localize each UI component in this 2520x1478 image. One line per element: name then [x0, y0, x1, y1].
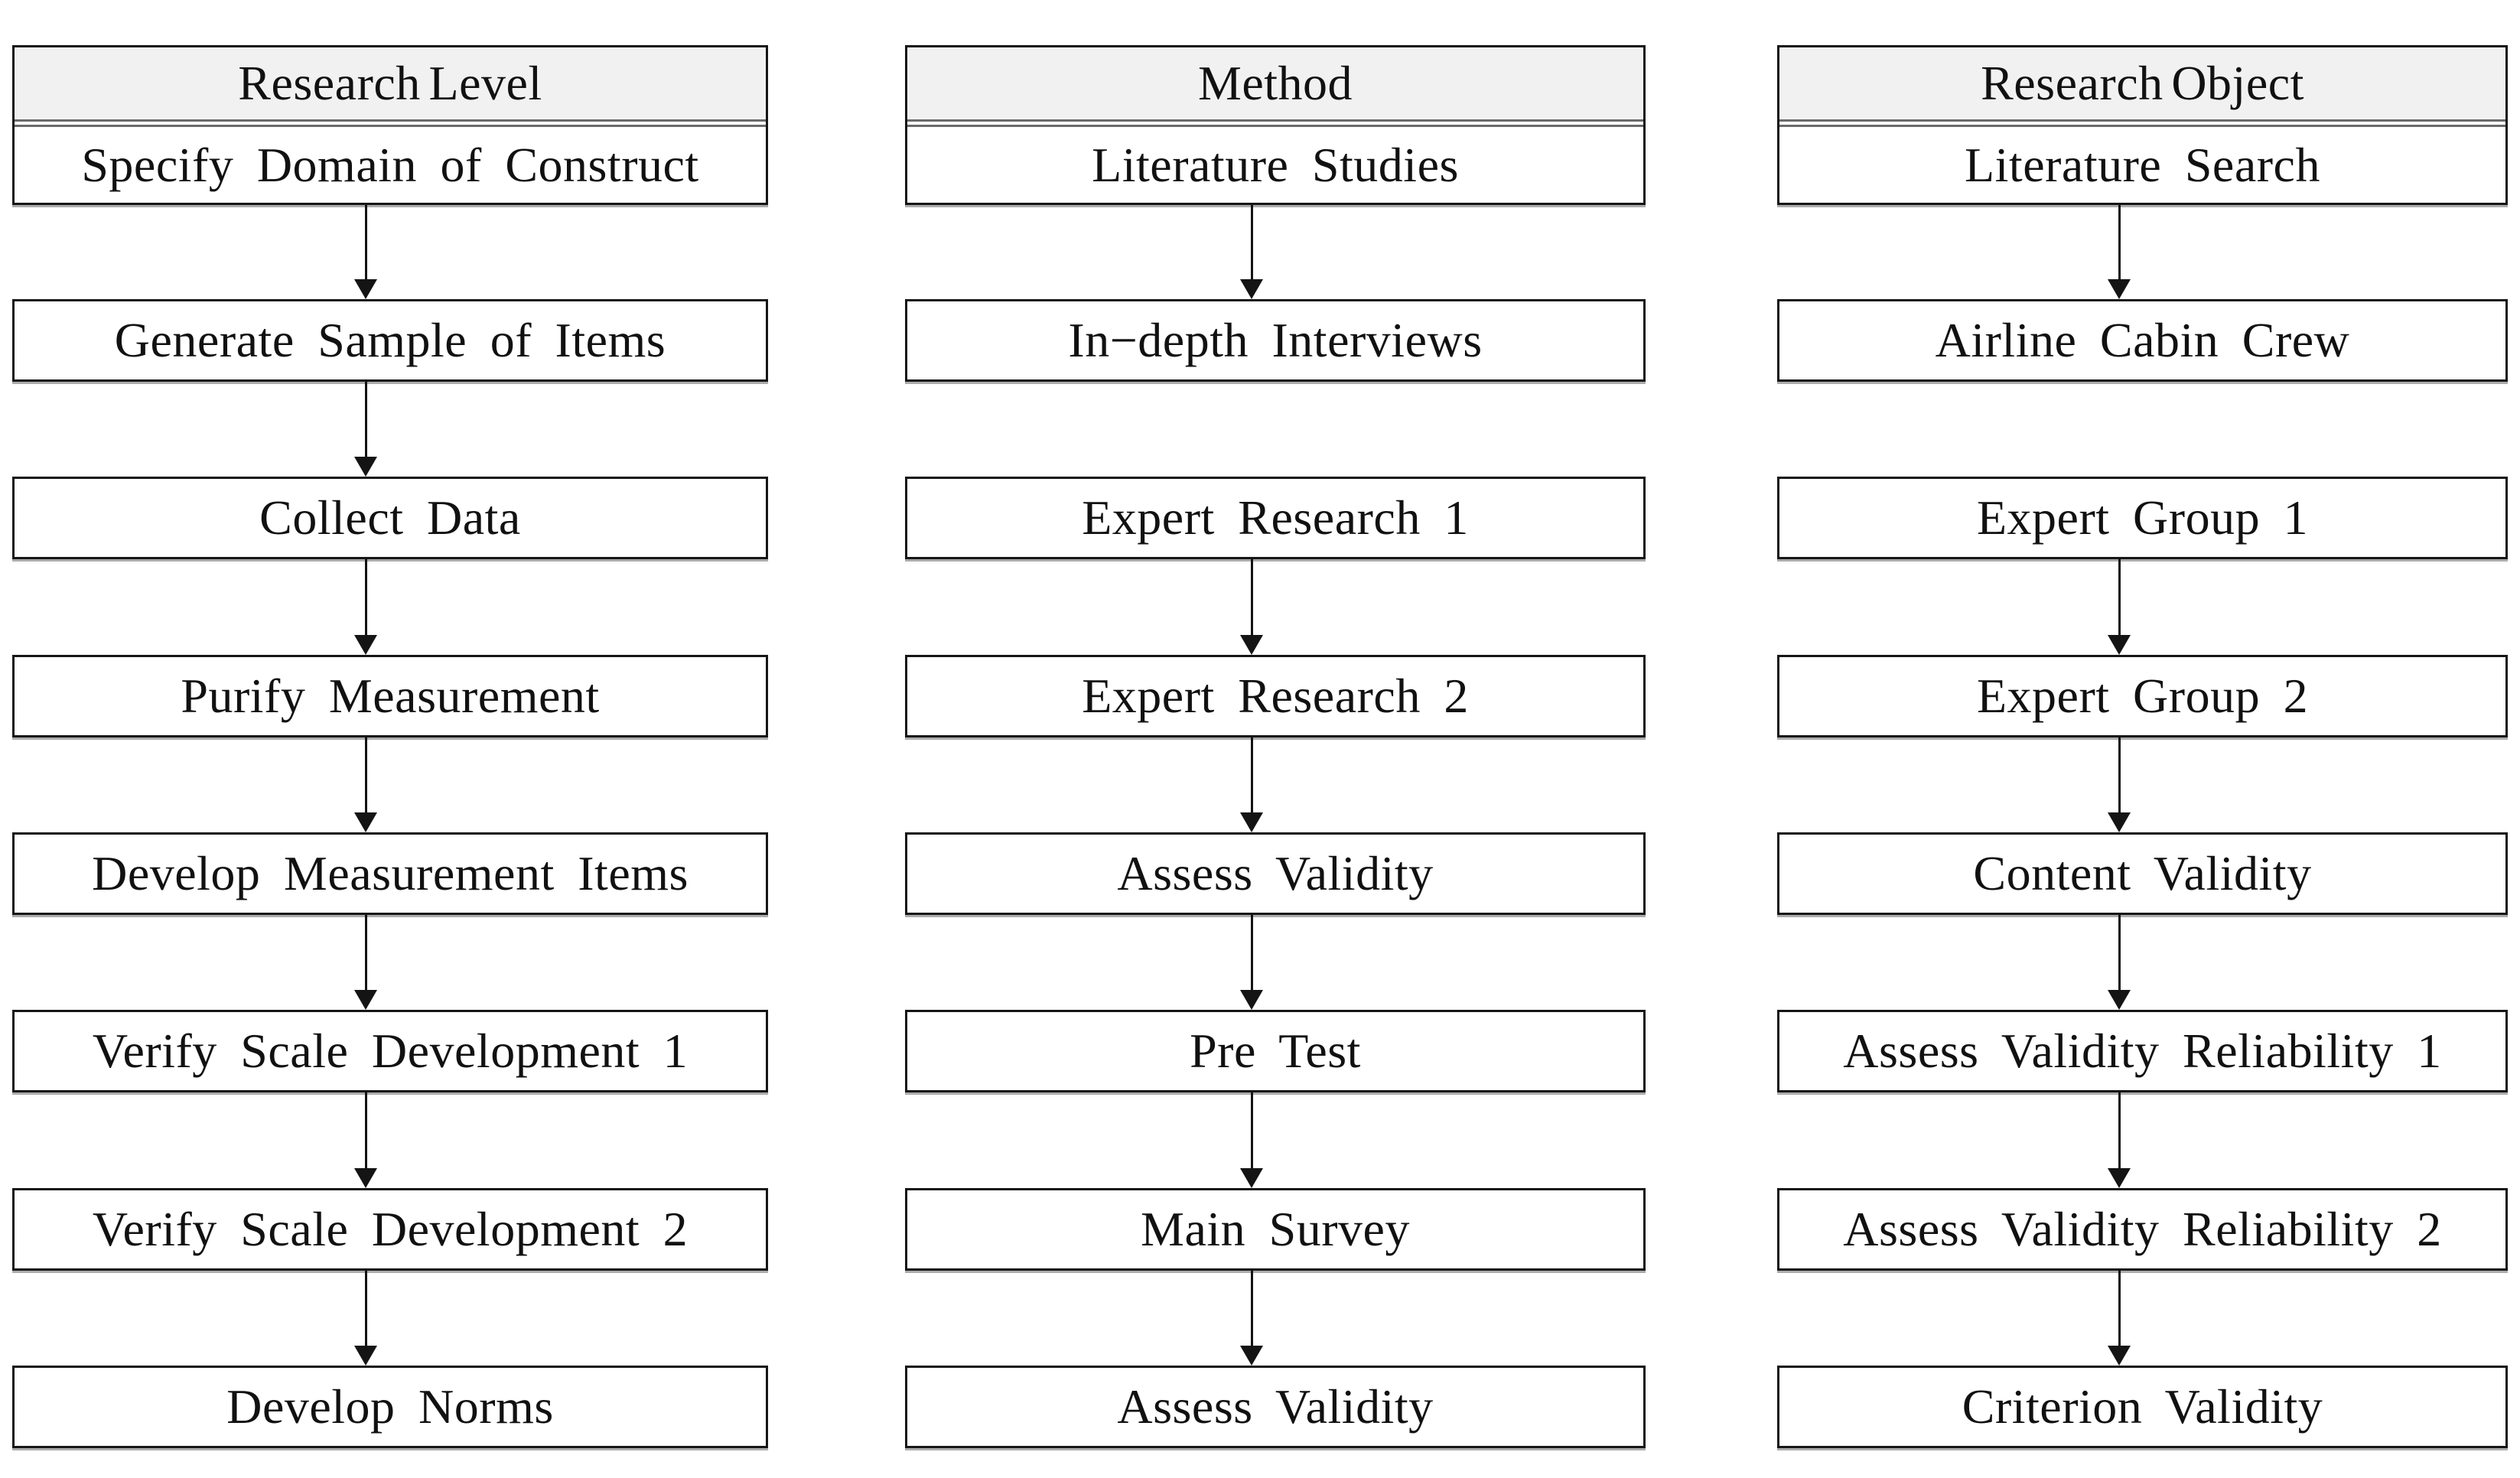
arrow-line	[364, 205, 367, 279]
double-line-separator	[1779, 119, 2505, 127]
flow-box: Collect Data	[12, 477, 768, 559]
down-arrow	[1240, 205, 1263, 299]
flow-box: Expert Group 1	[1777, 477, 2508, 559]
flow-box: Pre Test	[905, 1010, 1646, 1092]
arrow-head-icon	[354, 990, 377, 1010]
down-arrow	[1240, 915, 1263, 1010]
arrow-head-icon	[2108, 812, 2131, 832]
down-arrow	[354, 559, 377, 655]
down-arrow	[2108, 1092, 2131, 1188]
down-arrow	[1240, 737, 1263, 832]
arrow-line	[364, 1092, 367, 1168]
flow-box: Purify Measurement	[12, 655, 768, 737]
arrow-head-icon	[2108, 279, 2131, 299]
flow-box: Assess Validity Reliability 2	[1777, 1188, 2508, 1271]
arrow-line	[1250, 1092, 1253, 1168]
flow-box: Develop Measurement Items	[12, 832, 768, 915]
down-arrow	[1240, 559, 1263, 655]
arrow-line	[1250, 915, 1253, 990]
down-arrow	[2108, 1271, 2131, 1366]
flow-box: Generate Sample of Items	[12, 299, 768, 382]
arrow-head-icon	[354, 635, 377, 655]
arrow-line	[1250, 559, 1253, 635]
down-arrow	[354, 1092, 377, 1188]
arrow-head-icon	[354, 1346, 377, 1366]
down-arrow	[2108, 915, 2131, 1010]
down-arrow	[2108, 737, 2131, 832]
double-line-separator	[907, 119, 1643, 127]
column-header: Research Level	[15, 47, 766, 119]
arrow-line	[1250, 1271, 1253, 1346]
down-arrow	[2108, 205, 2131, 299]
flow-box: Specify Domain of Construct	[15, 127, 766, 203]
down-arrow	[1240, 1092, 1263, 1188]
flow-box: Expert Research 1	[905, 477, 1646, 559]
flow-box: Main Survey	[905, 1188, 1646, 1271]
flow-box: Verify Scale Development 1	[12, 1010, 768, 1092]
arrow-head-icon	[1240, 990, 1263, 1010]
arrow-line	[2118, 559, 2121, 635]
flow-box: Assess Validity Reliability 1	[1777, 1010, 2508, 1092]
arrow-head-icon	[2108, 1168, 2131, 1188]
arrow-line	[364, 737, 367, 812]
down-arrow	[354, 382, 377, 477]
double-line-separator	[15, 119, 766, 127]
down-arrow	[1240, 1271, 1263, 1366]
column-header: Method	[907, 47, 1643, 119]
flow-box: Develop Norms	[12, 1366, 768, 1448]
down-arrow	[354, 915, 377, 1010]
arrow-head-icon	[1240, 1168, 1263, 1188]
down-arrow	[354, 737, 377, 832]
arrow-head-icon	[354, 1168, 377, 1188]
arrow-line	[2118, 205, 2121, 279]
arrow-head-icon	[354, 457, 377, 477]
flow-box: Literature Studies	[907, 127, 1643, 203]
arrow-line	[2118, 915, 2121, 990]
flow-box: Expert Group 2	[1777, 655, 2508, 737]
arrow-line	[364, 915, 367, 990]
arrow-head-icon	[2108, 1346, 2131, 1366]
arrow-head-icon	[2108, 990, 2131, 1010]
flow-box: In−depth Interviews	[905, 299, 1646, 382]
flow-box: Expert Research 2	[905, 655, 1646, 737]
arrow-head-icon	[2108, 635, 2131, 655]
arrow-line	[364, 382, 367, 457]
arrow-line	[1250, 205, 1253, 279]
arrow-line	[1250, 737, 1253, 812]
arrow-head-icon	[1240, 1346, 1263, 1366]
arrow-head-icon	[1240, 635, 1263, 655]
arrow-line	[2118, 1092, 2121, 1168]
down-arrow	[354, 205, 377, 299]
arrow-line	[364, 559, 367, 635]
arrow-head-icon	[354, 279, 377, 299]
flow-box: Criterion Validity	[1777, 1366, 2508, 1448]
flow-box: Content Validity	[1777, 832, 2508, 915]
arrow-head-icon	[1240, 279, 1263, 299]
arrow-head-icon	[354, 812, 377, 832]
column-header: Research Object	[1779, 47, 2505, 119]
flow-box: Assess Validity	[905, 1366, 1646, 1448]
down-arrow	[354, 1271, 377, 1366]
down-arrow	[2108, 559, 2131, 655]
flow-box: Literature Search	[1779, 127, 2505, 203]
arrow-line	[2118, 1271, 2121, 1346]
arrow-head-icon	[1240, 812, 1263, 832]
arrow-line	[2118, 737, 2121, 812]
flow-box: Assess Validity	[905, 832, 1646, 915]
flow-box: Verify Scale Development 2	[12, 1188, 768, 1271]
arrow-line	[364, 1271, 367, 1346]
flow-box: Airline Cabin Crew	[1777, 299, 2508, 382]
